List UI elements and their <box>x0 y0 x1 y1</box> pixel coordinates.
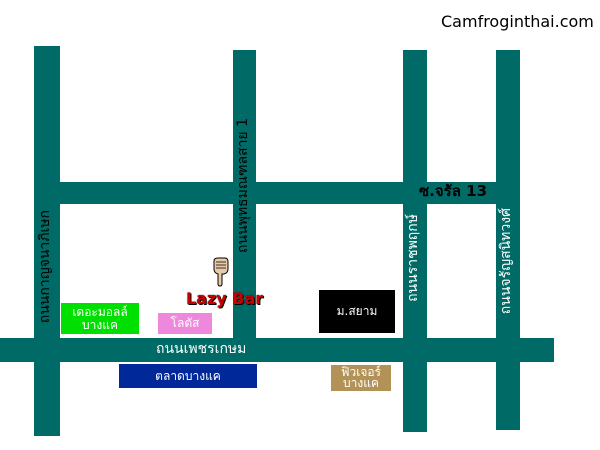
soi-label: ซ.จรัล 13 <box>419 182 488 200</box>
road-main-horizontal <box>0 338 554 362</box>
road-right-vertical-2 <box>496 50 520 430</box>
the-mall-line2: บางแค <box>82 317 118 332</box>
lotus-label: โลตัส <box>170 316 200 330</box>
site-name: Camfroginthai.com <box>441 12 594 31</box>
future-line2: บางแค <box>343 376 379 390</box>
the-mall-line1: เดอะมอลล์ <box>72 304 128 319</box>
road-left-vertical <box>34 46 60 436</box>
left-road-label: ถนนกาญจนาภิเษก <box>37 210 53 324</box>
right-road-1-label: ถนนราชพฤกษ์ <box>405 214 421 302</box>
future-box: ฟิวเจอร์ บางแค <box>331 365 391 391</box>
main-road-label: ถนนเพชรเกษม <box>156 341 247 357</box>
road-right-vertical-1 <box>403 50 427 432</box>
the-mall-box: เดอะมอลล์ บางแค <box>61 303 139 334</box>
road-soi-horizontal <box>34 182 520 204</box>
center-road-label: ถนนพุทธมณฑลสาย 1 <box>235 118 251 254</box>
market-label: ตลาดบางแค <box>155 368 221 383</box>
lazy-bar-label: Lazy Bar <box>186 289 264 308</box>
siam-label: ม.สยาม <box>336 304 378 318</box>
siam-box: ม.สยาม <box>319 290 395 333</box>
lotus-box: โลตัส <box>158 313 212 334</box>
pointing-hand-icon <box>213 257 229 287</box>
market-box: ตลาดบางแค <box>119 364 257 388</box>
future-line1: ฟิวเจอร์ <box>340 365 382 379</box>
right-road-2-label: ถนนจรัญสนิทวงศ์ <box>498 208 514 315</box>
